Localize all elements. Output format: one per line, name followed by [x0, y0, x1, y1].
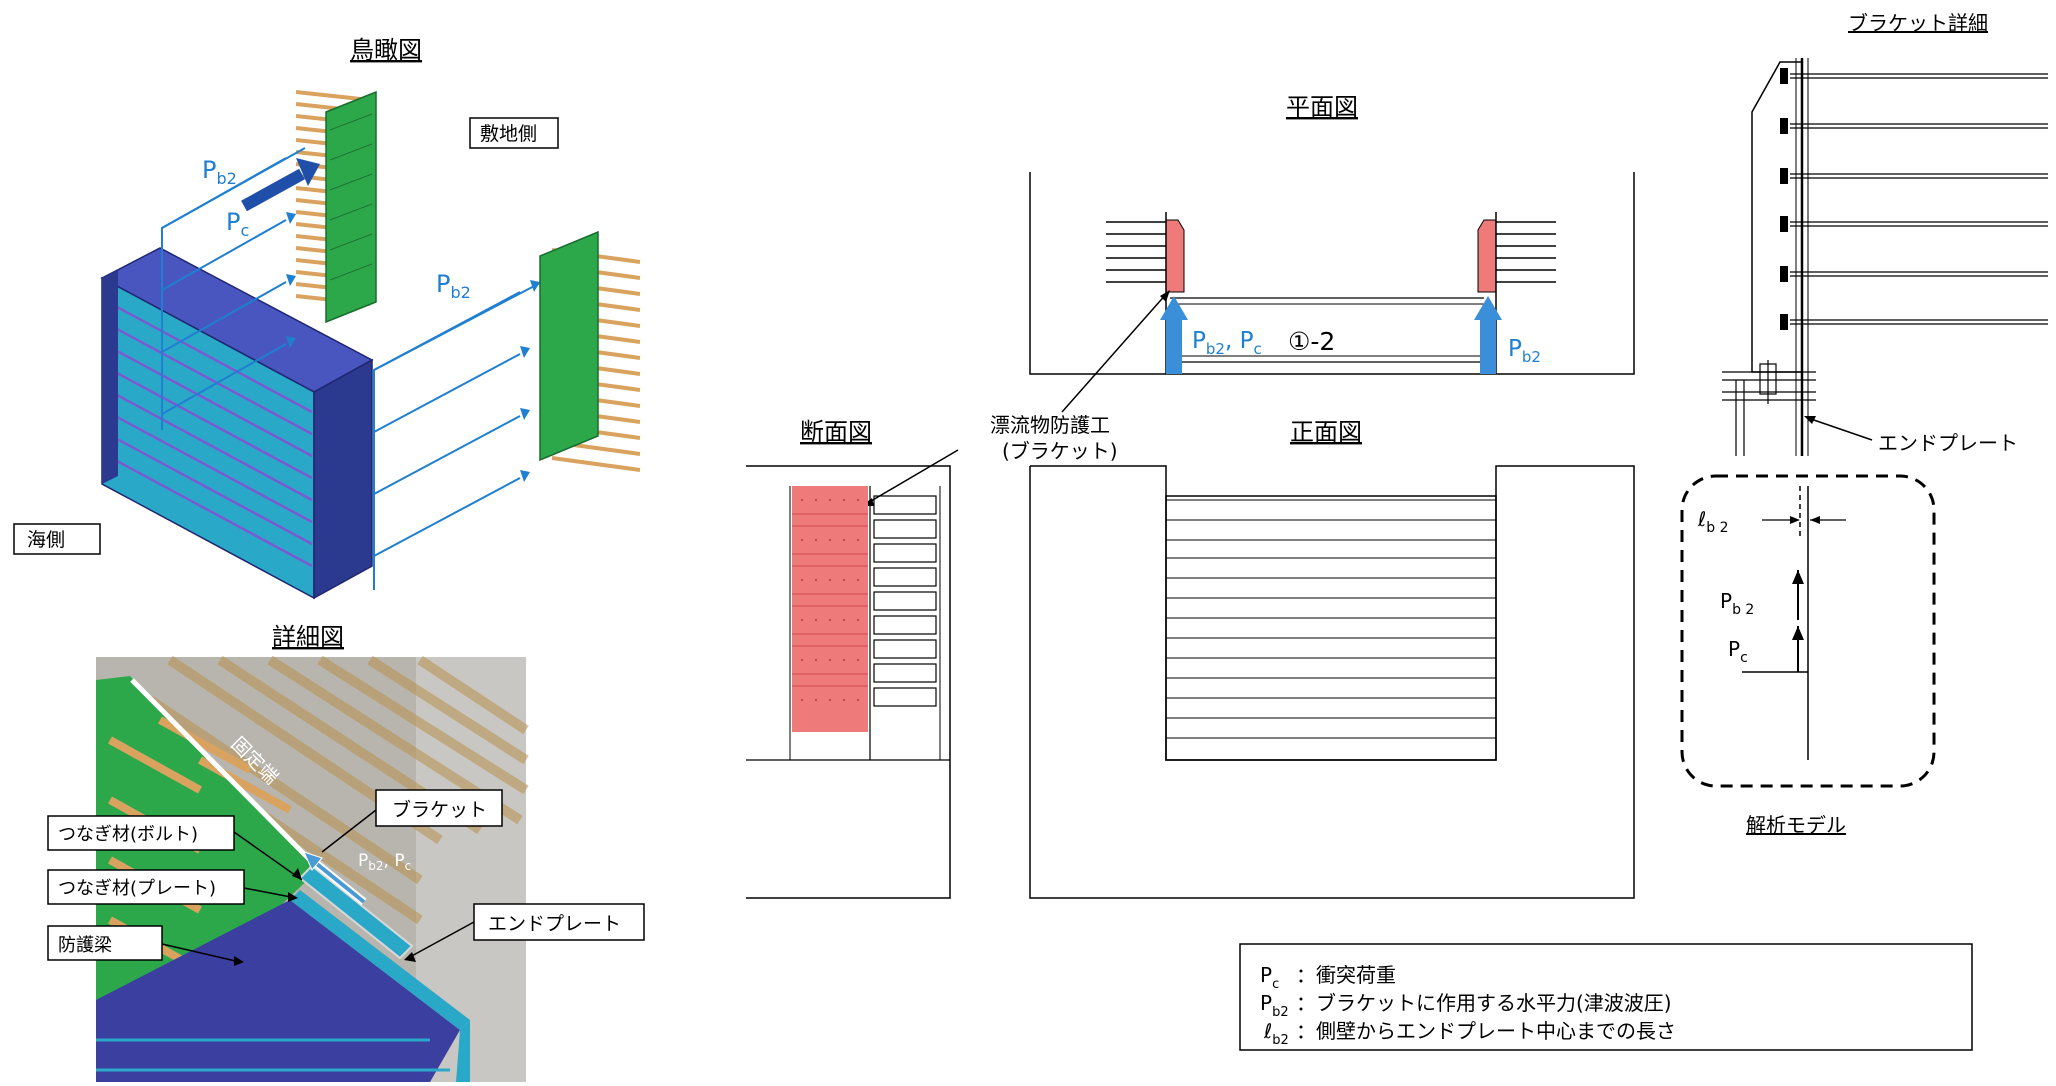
tie-bolt-callout-box — [47, 815, 235, 851]
legend-box — [1239, 943, 1973, 1051]
plan-case-label: ①-2 — [1288, 327, 1335, 356]
svg-text:つなぎ材(プレート): つなぎ材(プレート) — [58, 878, 216, 899]
svg-text:エンドプレート: エンドプレート — [488, 913, 621, 935]
plan-outline — [1029, 172, 1635, 375]
detail-end-plate-callout-box — [473, 903, 645, 941]
section-outline — [746, 465, 951, 899]
detail-title: 詳細図 — [272, 623, 344, 651]
model-pc-label: Pc — [1728, 637, 1748, 666]
plan-left-load-arrow — [1166, 318, 1182, 374]
analysis-model-box — [1680, 474, 1936, 788]
front-title: 正面図 — [1290, 418, 1362, 446]
pressure-arrows-top — [161, 147, 306, 430]
detail-beam-top — [96, 900, 460, 1082]
fixed-end-line — [130, 678, 314, 864]
bracket-detail: ブラケット詳細 — [1722, 11, 2048, 456]
legend-row-3: ℓb2：側壁からエンドプレート中心までの長さ — [1263, 1019, 1676, 1048]
protective-beam-callout-box — [47, 925, 163, 961]
plan-left-load-label: Pb2, Pc — [1192, 328, 1262, 358]
sea-side-label: 海側 — [27, 529, 65, 551]
analysis-model-title: 解析モデル — [1746, 813, 1846, 837]
front-beams — [1166, 499, 1496, 739]
detail-view: 詳細図 固定端 — [47, 623, 645, 1082]
birdseye-pc-label: Pc — [226, 208, 249, 240]
pressure-arrows-right — [373, 282, 541, 590]
svg-text:防護梁: 防護梁 — [58, 935, 112, 956]
plan-title: 平面図 — [1286, 93, 1358, 121]
legend-row-2: Pb2：ブラケットに作用する水平力(津波波圧) — [1260, 991, 1672, 1020]
beam-stripes — [103, 298, 313, 568]
plan-right-load-arrow — [1480, 318, 1496, 374]
plan-right-bracket — [1477, 219, 1497, 293]
legend: Pc：衝突荷重 Pb2：ブラケットに作用する水平力(津波波圧) ℓb2：側壁から… — [1239, 943, 1973, 1051]
birdseye-pb2-label: Pb2 — [202, 156, 237, 188]
sea-side-box — [13, 523, 101, 555]
detail-beam-edge — [290, 890, 470, 1030]
birdseye-title: 鳥瞰図 — [350, 36, 422, 64]
section-plates — [869, 486, 937, 760]
back-green-plate — [325, 90, 377, 324]
collision-arrow-head — [296, 158, 320, 186]
bracket-detail-bolts — [1790, 73, 2048, 325]
model-lb2-label: ℓb 2 — [1697, 507, 1729, 536]
legend-row-1: Pc：衝突荷重 — [1260, 963, 1396, 992]
debris-protect-label-2: (ブラケット) — [1002, 439, 1118, 463]
tie-plate-callout-box — [47, 869, 245, 905]
front-view: 正面図 — [1029, 418, 1635, 899]
debris-protect-label-1: 漂流物防護工 — [990, 413, 1110, 437]
section-view: 断面図 — [746, 418, 951, 899]
svg-text:ブラケット: ブラケット — [392, 798, 487, 821]
side-green-plate — [539, 230, 599, 462]
section-title: 断面図 — [800, 418, 872, 446]
beam-left-wall — [102, 270, 118, 484]
land-side-label: 敷地側 — [480, 123, 537, 145]
detail-load-label: Pb2, Pc — [358, 851, 411, 873]
land-side-box — [469, 117, 559, 149]
bracket-gusset — [1751, 61, 1803, 373]
bracket-end-plate-label: エンドプレート — [1878, 431, 2018, 455]
birdseye-view: 鳥瞰図 敷地側 海側 — [13, 36, 641, 600]
plan-right-load-label: Pb2 — [1508, 336, 1541, 366]
collision-arrow-shaft — [241, 168, 305, 212]
model-pb2-label: Pb 2 — [1720, 589, 1754, 618]
detail-bracket-plate — [298, 864, 414, 960]
bracket-callout-box — [375, 789, 503, 827]
svg-text:つなぎ材(ボルト): つなぎ材(ボルト) — [58, 824, 198, 845]
plan-left-bracket — [1165, 219, 1185, 293]
section-pink-bracket — [792, 486, 868, 732]
birdseye-pb2-right-label: Pb2 — [436, 270, 471, 302]
front-outline — [1029, 465, 1635, 899]
plan-view: 平面図 Pb2, Pc — [862, 93, 1635, 506]
bracket-detail-title: ブラケット詳細 — [1848, 11, 1988, 35]
analysis-model: ℓb 2 Pb 2 Pc 解析モデル — [1680, 474, 1936, 837]
beam-side-face — [313, 358, 373, 600]
